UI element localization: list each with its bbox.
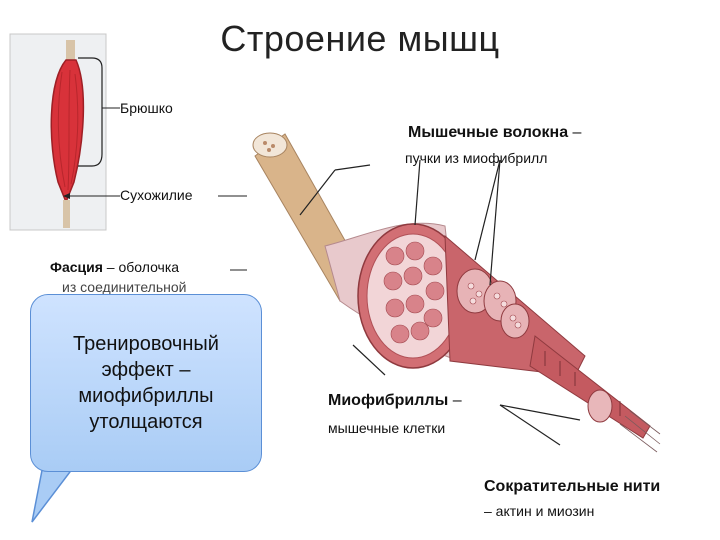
myofibrils-dash: – [448,392,461,409]
muscle-fibers-dash: – [568,124,581,141]
label-belly: Брюшко [120,100,173,116]
label-myofibrils: Миофибриллы – [328,392,462,410]
label-fascia-desc2: из соединительной [62,279,186,295]
belly-bracket [78,58,102,166]
label-muscle-fibers: Мышечные волокна – [408,124,581,142]
label-contractile-filaments-desc: – актин и миозин [484,503,594,519]
label-myofibrils-desc: мышечные клетки [328,420,445,436]
fascia-desc: – оболочка [103,259,179,275]
label-muscle-fibers-desc: пучки из миофибрилл [405,150,547,166]
callout-text: Тренировочный эффект – миофибриллы утолщ… [45,331,247,435]
myofibrils-term: Миофибриллы [328,392,448,409]
label-tendon: Сухожилие [120,187,193,203]
label-fascia: Фасция – оболочка [50,259,179,275]
fascia-term: Фасция [50,259,103,275]
label-contractile-filaments: Сократительные нити [484,478,660,496]
training-effect-callout: Тренировочный эффект – миофибриллы утолщ… [30,294,262,472]
muscle-fibers-term: Мышечные волокна [408,124,568,141]
